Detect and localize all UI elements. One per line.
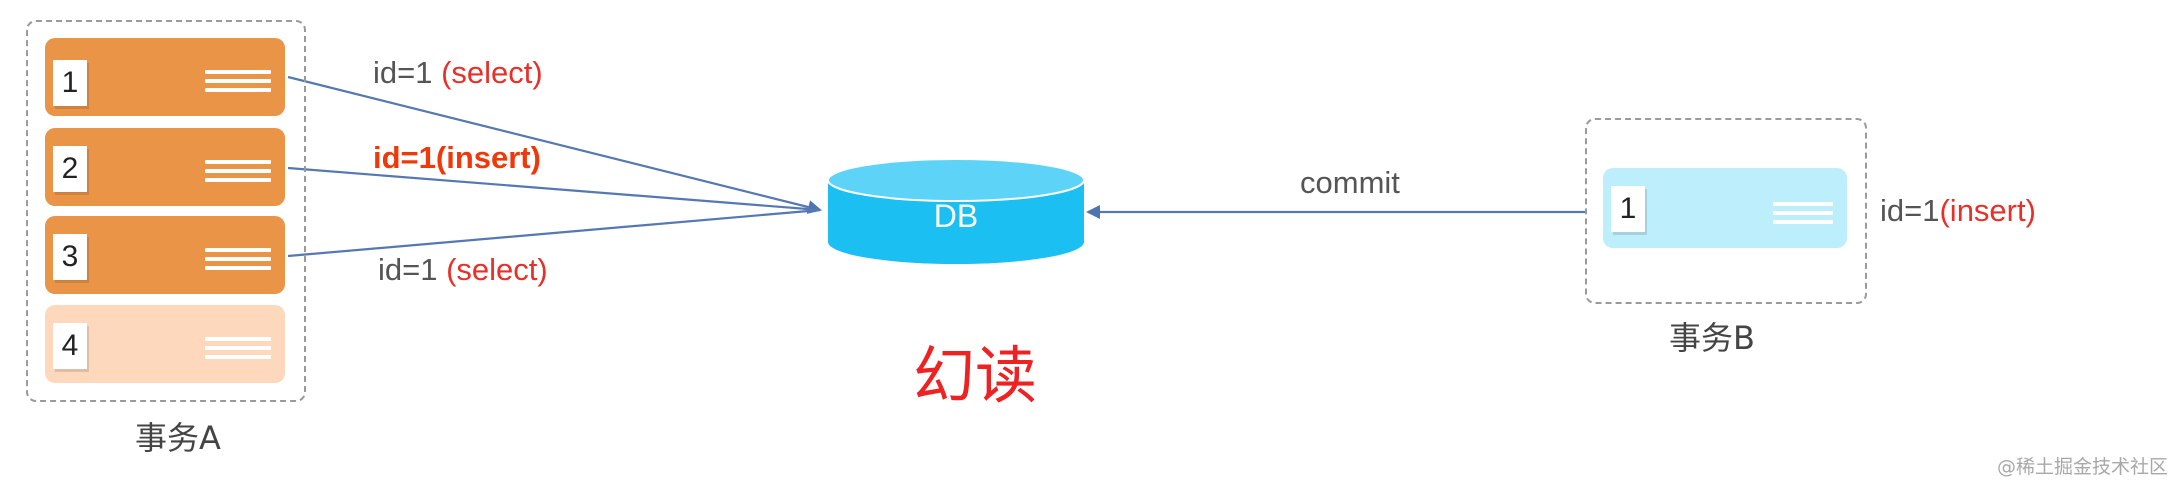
step-number: 2 — [53, 146, 87, 192]
transaction-a-step-4: 4 — [45, 305, 285, 383]
transaction-b-caption: 事务B — [1669, 319, 1755, 357]
database-label: DB — [933, 198, 979, 234]
arrow-step3-to-db — [287, 208, 821, 258]
txnb-label-op: (insert) — [1939, 193, 2036, 228]
step-number: 1 — [1611, 186, 1645, 232]
commit-arrow-label: commit — [1300, 165, 1400, 200]
step1-label-prefix: id=1 — [373, 55, 433, 90]
step2-arrow-label: id=1(insert) — [373, 140, 541, 175]
step3-label-prefix: id=1 — [378, 252, 438, 287]
transaction-b-side-label: id=1(insert) — [1880, 193, 2036, 229]
txnb-label-prefix: id=1 — [1880, 193, 1940, 228]
step-number: 1 — [53, 60, 87, 106]
step3-arrow-label: id=1 (select) — [378, 252, 548, 288]
transaction-a-container — [26, 20, 306, 402]
document-lines-icon — [205, 248, 271, 280]
transaction-a-step-1: 1 — [45, 38, 285, 116]
diagram-title: 幻读 — [913, 339, 1038, 412]
document-lines-icon — [205, 337, 271, 369]
document-lines-icon — [205, 160, 271, 192]
step3-label-op: (select) — [446, 252, 548, 287]
document-lines-icon — [205, 70, 271, 102]
transaction-a-caption: 事务A — [135, 419, 221, 457]
step1-arrow-label: id=1 (select) — [373, 55, 543, 91]
step1-label-op: (select) — [441, 55, 543, 90]
transaction-b-container — [1585, 118, 1867, 304]
document-lines-icon — [1773, 202, 1833, 234]
step-number: 4 — [53, 323, 87, 369]
transaction-a-step-2: 2 — [45, 128, 285, 206]
arrow-step2-to-db — [287, 166, 821, 212]
transaction-b-step-1: 1 — [1603, 168, 1847, 248]
arrow-step1-to-db — [287, 75, 822, 214]
step-number: 3 — [53, 234, 87, 280]
watermark: @稀土掘金技术社区 — [1996, 456, 2168, 478]
transaction-a-step-3: 3 — [45, 216, 285, 294]
database-cylinder — [827, 158, 1085, 264]
